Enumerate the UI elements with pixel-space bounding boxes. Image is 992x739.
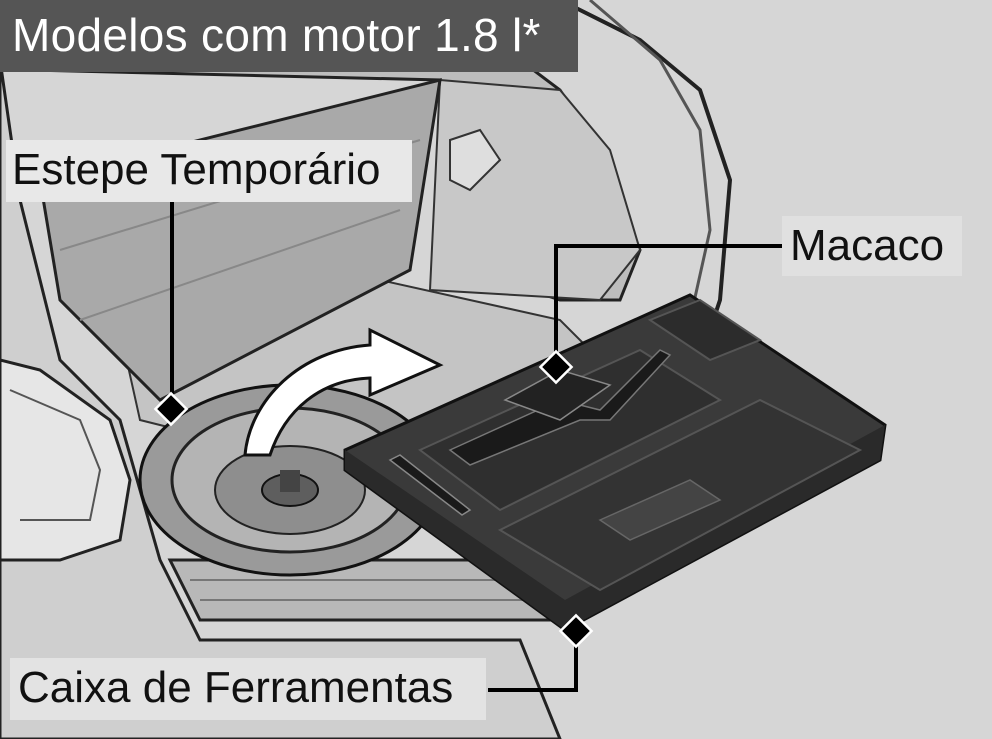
tool-box-label-bg <box>10 658 486 720</box>
jack-label-bg <box>782 216 962 276</box>
jack-label: Macaco <box>790 221 945 270</box>
diagram-title: Modelos com motor 1.8 l* <box>12 9 541 61</box>
car-body <box>0 0 733 739</box>
leader-markers <box>153 349 594 649</box>
spare-tire-label: Estepe Temporário <box>12 145 381 194</box>
leader-lines <box>170 202 784 692</box>
wrench <box>388 454 472 516</box>
spare-tire-label-bg <box>6 140 412 202</box>
tool-box-tray <box>343 293 887 632</box>
tool-box-label: Caixa de Ferramentas <box>18 663 454 712</box>
title-banner <box>0 0 578 72</box>
spare-tire <box>138 383 442 577</box>
jack <box>448 349 672 466</box>
lift-arrow <box>243 327 444 457</box>
